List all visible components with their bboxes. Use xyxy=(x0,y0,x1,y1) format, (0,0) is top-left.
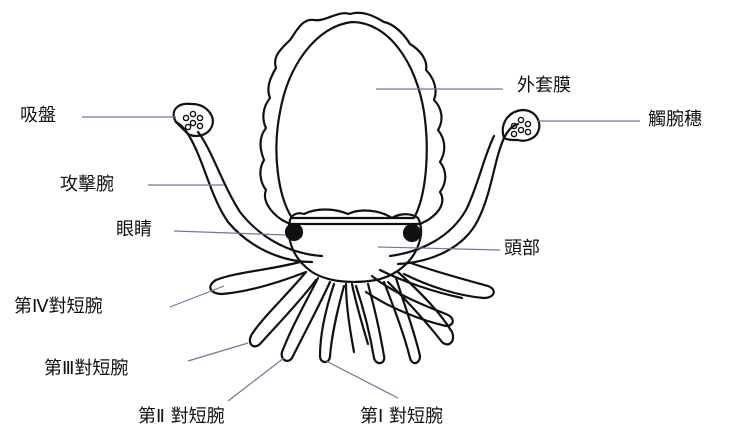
label-eye: 眼睛 xyxy=(116,221,152,239)
label-mantle: 外套膜 xyxy=(517,77,571,95)
label-sucker: 吸盤 xyxy=(20,107,56,125)
leader-lines xyxy=(82,89,640,401)
right-tentacle xyxy=(398,124,518,264)
leader-arm4 xyxy=(170,286,224,307)
leader-arm3 xyxy=(188,343,248,361)
arm2-right xyxy=(384,278,420,363)
label-arm1: 第Ⅰ 對短腕 xyxy=(360,408,443,426)
leader-arm1 xyxy=(326,361,398,398)
label-arm4: 第Ⅳ對短腕 xyxy=(14,298,103,316)
leader-eye xyxy=(174,231,286,235)
arm3-left xyxy=(250,272,316,346)
mantle-body-outline xyxy=(276,22,426,218)
label-club: 觸腕穗 xyxy=(648,111,702,129)
head-outline xyxy=(289,210,421,282)
right-club xyxy=(503,110,539,141)
label-tentacle: 攻擊腕 xyxy=(60,176,114,194)
label-arm3: 第Ⅲ對短腕 xyxy=(44,360,128,378)
mantle-fin-outline xyxy=(260,13,445,224)
left-tentacle xyxy=(176,122,312,262)
right-eye xyxy=(404,225,420,241)
arm4-right xyxy=(404,262,494,298)
leader-arm2 xyxy=(228,358,284,401)
sucker-dots xyxy=(183,111,530,136)
label-head: 頭部 xyxy=(504,240,540,258)
label-arm2: 第Ⅱ 對短腕 xyxy=(138,408,225,426)
left-eye xyxy=(286,224,302,240)
leader-head xyxy=(378,247,500,250)
